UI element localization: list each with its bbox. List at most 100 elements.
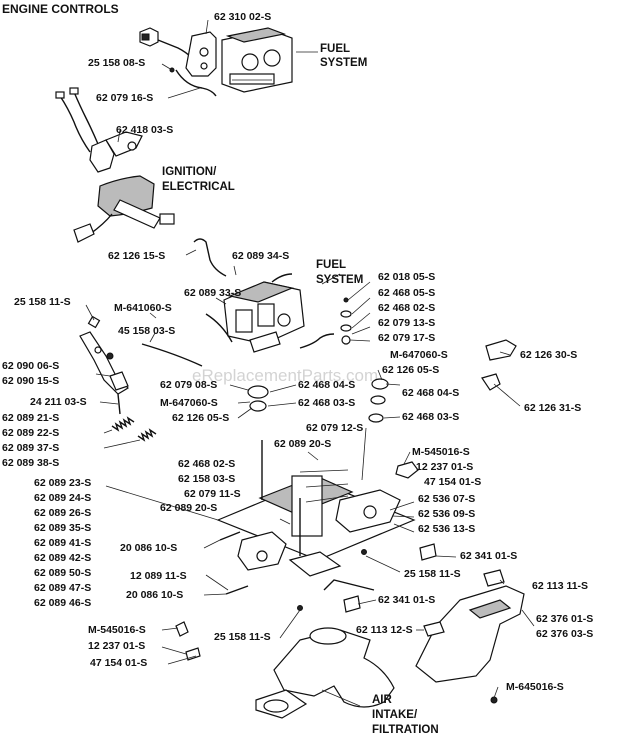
part-label: 62 089 42-S [34, 552, 91, 564]
terminal-illustration [395, 461, 419, 479]
section-label-fuel-system: SYSTEM [320, 57, 367, 69]
screw-illustration [297, 605, 303, 611]
part-label: 62 126 05-S [382, 364, 439, 376]
leader-lines [85, 19, 535, 707]
air-intake-illustration [255, 627, 395, 719]
part-label: 62 468 03-S [298, 397, 355, 409]
part-label: 62 090 06-S [2, 360, 59, 372]
part-label: 62 089 21-S [2, 412, 59, 424]
washers-illustration [340, 297, 352, 345]
part-label: 25 158 11-S [404, 568, 461, 580]
part-label: 47 154 01-S [424, 476, 481, 488]
part-label: 62 126 30-S [520, 349, 577, 361]
throttle-bracket-illustration [193, 238, 227, 277]
clip-illustration [185, 647, 201, 661]
carburetor-illustration [223, 273, 305, 353]
part-label: 62 089 38-S [2, 457, 59, 469]
screw-illustration [219, 531, 241, 541]
part-label: 62 468 05-S [378, 287, 435, 299]
part-label: 62 079 08-S [160, 379, 217, 391]
part-label: 62 089 46-S [34, 597, 91, 609]
part-label: 62 079 16-S [96, 92, 153, 104]
part-label: M-645016-S [506, 681, 564, 693]
part-label: 62 089 33-S [184, 287, 241, 299]
part-label: 12 237 01-S [416, 461, 473, 473]
part-label: 62 468 02-S [378, 302, 435, 314]
watermark: eReplacementParts.com [192, 366, 378, 385]
part-label: 62 018 05-S [378, 271, 435, 283]
control-lever-illustration [79, 315, 129, 415]
part-label: 62 468 04-S [402, 387, 459, 399]
part-label: 24 211 03-S [30, 396, 87, 408]
clip-illustration [485, 339, 517, 361]
bracket-illustration [483, 569, 505, 587]
part-label: M-647060-S [160, 397, 218, 409]
part-label: 62 468 02-S [178, 458, 235, 470]
part-label: 62 089 50-S [34, 567, 91, 579]
part-label: 62 468 03-S [402, 411, 459, 423]
choke-link-illustration [141, 343, 203, 367]
part-label: 62 089 41-S [34, 537, 91, 549]
part-label: M-545016-S [412, 446, 470, 458]
part-label: 62 536 13-S [418, 523, 475, 535]
part-label: 20 086 10-S [120, 542, 177, 554]
part-label: 62 089 34-S [232, 250, 289, 262]
air-cleaner-bracket-illustration [415, 585, 525, 704]
part-label: 62 536 09-S [418, 508, 475, 520]
clip-illustration [175, 621, 189, 637]
part-label: M-647060-S [390, 349, 448, 361]
terminal-illustration [343, 595, 361, 613]
part-label: 62 341 01-S [378, 594, 435, 606]
page-title: ENGINE CONTROLS [2, 2, 119, 16]
part-labels: 62 310 02-S 25 158 08-S 62 079 16-S 62 4… [2, 11, 593, 693]
part-label: 62 089 20-S [160, 502, 217, 514]
part-label: 62 089 24-S [34, 492, 91, 504]
part-label: 62 310 02-S [214, 11, 271, 23]
part-label: 62 376 03-S [536, 628, 593, 640]
fuel-solenoid-illustration [139, 27, 217, 77]
part-label: 62 113 11-S [532, 580, 588, 592]
part-label: 62 126 15-S [108, 250, 165, 262]
section-label-air-intake: FILTRATION [372, 724, 439, 736]
part-label: 25 158 11-S [214, 631, 271, 643]
section-label-ignition: ELECTRICAL [162, 181, 235, 193]
section-label-ignition: IGNITION/ [162, 166, 217, 178]
part-label: 62 079 17-S [378, 332, 435, 344]
part-label: M-641060-S [114, 302, 172, 314]
section-label-air-intake: AIR [372, 694, 393, 706]
part-label: 62 113 12-S [356, 624, 413, 636]
part-label: 62 089 35-S [34, 522, 91, 534]
section-label-fuel-system: FUEL [316, 259, 346, 271]
part-label: 62 418 03-S [116, 124, 173, 136]
part-label: 62 468 04-S [298, 379, 355, 391]
part-label: 12 237 01-S [88, 640, 145, 652]
section-label-air-intake: INTAKE/ [372, 709, 418, 721]
part-label: 25 158 11-S [14, 296, 71, 308]
part-label: 62 376 01-S [536, 613, 593, 625]
part-label: 62 126 05-S [172, 412, 229, 424]
clip-illustration [481, 373, 501, 391]
screw-illustration [225, 585, 249, 595]
part-label: 62 079 12-S [306, 422, 363, 434]
part-label: 45 158 03-S [118, 325, 175, 337]
part-label: 62 089 47-S [34, 582, 91, 594]
part-label: 47 154 01-S [90, 657, 147, 669]
throttle-link-illustration [205, 313, 233, 343]
part-label: 62 158 03-S [178, 473, 235, 485]
ignition-harness-illustration [55, 87, 175, 243]
springs-illustration [111, 416, 157, 442]
part-label: 62 079 13-S [378, 317, 435, 329]
part-label: 20 086 10-S [126, 589, 183, 601]
wire-harness-top-illustration [175, 69, 217, 97]
section-label-fuel-system: SYSTEM [316, 274, 363, 286]
part-label: 62 089 26-S [34, 507, 91, 519]
part-label: 62 090 15-S [2, 375, 59, 387]
part-label: 62 126 31-S [524, 402, 581, 414]
part-label: M-545016-S [88, 624, 146, 636]
control-bracket-illustration [216, 440, 416, 591]
section-label-fuel-system: FUEL [320, 43, 350, 55]
fuel-line-illustration [299, 333, 335, 349]
part-label: 12 089 11-S [130, 570, 187, 582]
fuel-pump-illustration [221, 27, 293, 93]
